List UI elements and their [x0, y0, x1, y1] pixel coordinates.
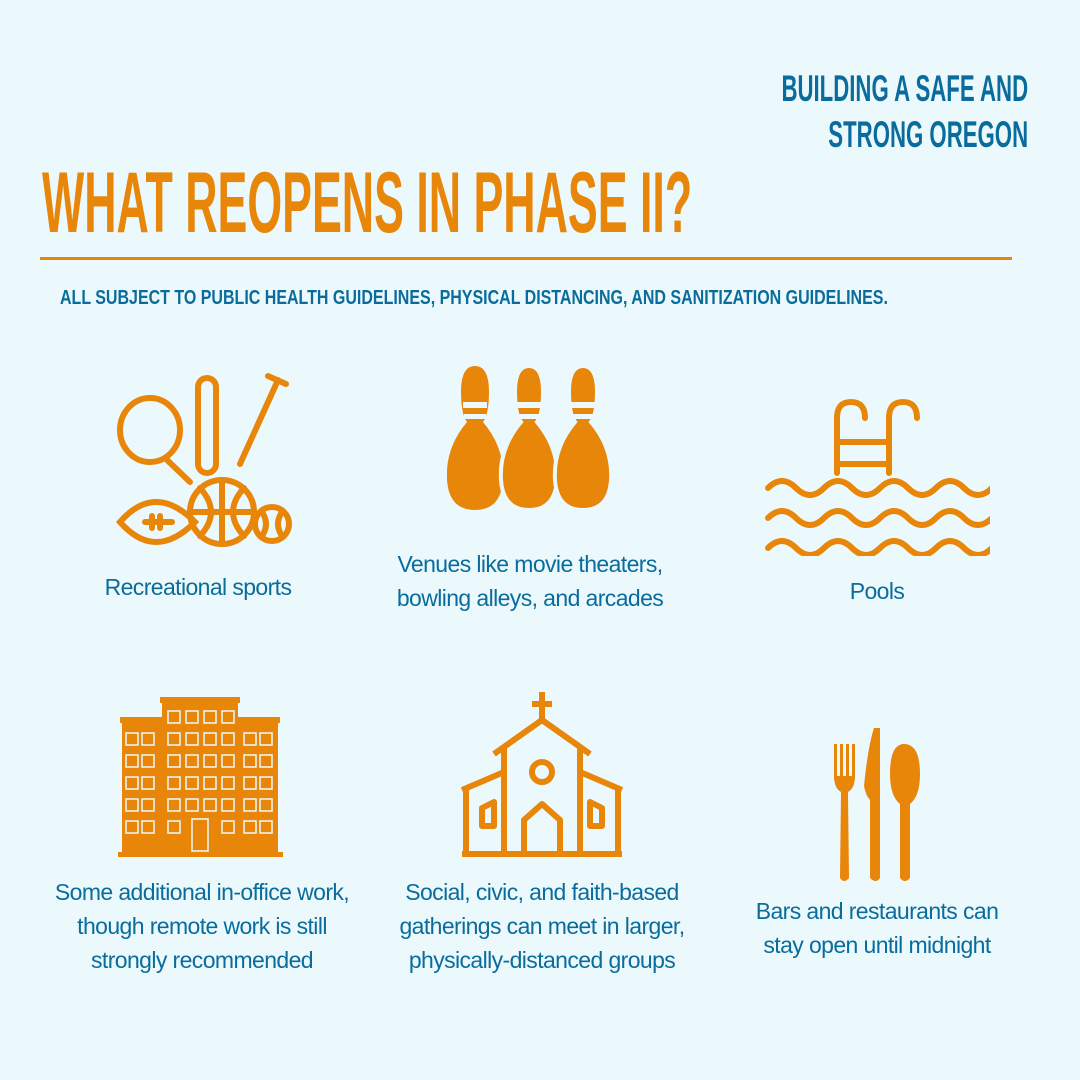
item-caption-line: Venues like movie theaters,: [397, 551, 663, 577]
item-caption-line: Some additional in-office work,: [54, 879, 350, 905]
tagline: BUILDING A SAFE AND STRONG OREGON: [781, 66, 1028, 158]
item-caption-line: though remote work is still: [77, 913, 327, 939]
item-caption-line: gatherings can meet in larger,: [399, 913, 685, 939]
pool-icon: [765, 398, 990, 556]
page-title: WHAT REOPENS IN PHASE II?: [42, 155, 693, 251]
item-caption-line: bowling alleys, and arcades: [396, 585, 664, 611]
tagline-line-1: BUILDING A SAFE AND: [781, 68, 1028, 109]
church-icon: [460, 692, 624, 857]
item-caption-line: strongly recommended: [91, 947, 314, 973]
item-caption-line: physically-distanced groups: [408, 947, 676, 973]
item-caption-line: Recreational sports: [104, 574, 292, 600]
item-bars-restaurants: Bars and restaurants can stay open until…: [707, 894, 1047, 962]
tagline-line-2: STRONG OREGON: [828, 114, 1028, 155]
office-building-icon: [118, 697, 283, 857]
divider: [40, 257, 1012, 260]
item-office-work: Some additional in-office work, though r…: [32, 875, 372, 977]
sports-equipment-icon: [116, 373, 292, 547]
item-gatherings: Social, civic, and faith-based gathering…: [372, 875, 712, 977]
item-venues: Venues like movie theaters, bowling alle…: [360, 547, 700, 615]
cutlery-icon: [834, 728, 920, 881]
item-caption-line: Social, civic, and faith-based: [405, 879, 679, 905]
item-pools: Pools: [707, 574, 1047, 608]
item-caption-line: Pools: [849, 578, 905, 604]
item-caption-line: stay open until midnight: [763, 932, 991, 958]
subtitle: ALL SUBJECT TO PUBLIC HEALTH GUIDELINES,…: [60, 287, 888, 309]
item-caption-line: Bars and restaurants can: [755, 898, 999, 924]
bowling-pins-icon: [447, 363, 612, 513]
item-recreational-sports: Recreational sports: [28, 570, 368, 604]
